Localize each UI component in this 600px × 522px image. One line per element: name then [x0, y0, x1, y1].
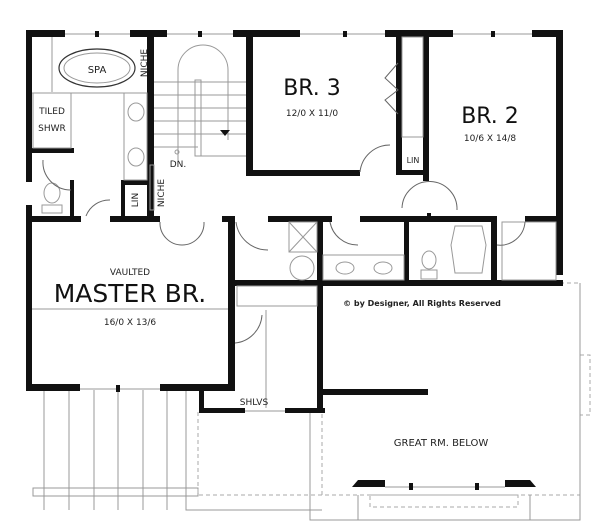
- shelves-label: SHLVS: [240, 398, 269, 408]
- deck-railing: [32, 390, 322, 511]
- br2-closet: [501, 221, 557, 281]
- great-room-label: GREAT RM. BELOW: [394, 438, 489, 449]
- br2-size: 10/6 X 14/8: [464, 134, 517, 144]
- doors: [42, 62, 526, 344]
- tiled-shower-label-2: SHWR: [38, 124, 66, 134]
- windows: [65, 31, 532, 490]
- br3-size: 12/0 X 11/0: [286, 109, 339, 119]
- great-room-outline: [309, 282, 591, 521]
- spa-label: SPA: [88, 65, 107, 76]
- master-br-size: 16/0 X 13/6: [104, 318, 157, 328]
- copyright-notice: © by Designer, All Rights Reserved: [343, 299, 501, 308]
- br3-closet: [401, 36, 424, 138]
- staircase: [154, 44, 246, 160]
- br2-title: BR. 2: [461, 104, 519, 129]
- walls: [26, 30, 563, 487]
- niche-label: NICHE: [140, 49, 150, 77]
- wic-shelf: [236, 285, 318, 307]
- spa-tub: [58, 48, 136, 88]
- linen-label: LIN: [131, 193, 141, 207]
- hall-bath-fixtures: [288, 221, 487, 281]
- tiled-shower-label: TILED: [38, 107, 65, 117]
- arrow-down-icon: [220, 130, 230, 136]
- master-vaulted-label: VAULTED: [110, 268, 150, 278]
- master-br-title: MASTER BR.: [54, 279, 207, 308]
- linen-hall-label: LIN: [407, 156, 420, 165]
- tiled-shower: [32, 92, 72, 149]
- niche-hall-label: NICHE: [157, 179, 167, 207]
- br3-title: BR. 3: [283, 76, 341, 101]
- stairs-down-label: DN.: [170, 160, 187, 170]
- master-vanity: [123, 92, 148, 181]
